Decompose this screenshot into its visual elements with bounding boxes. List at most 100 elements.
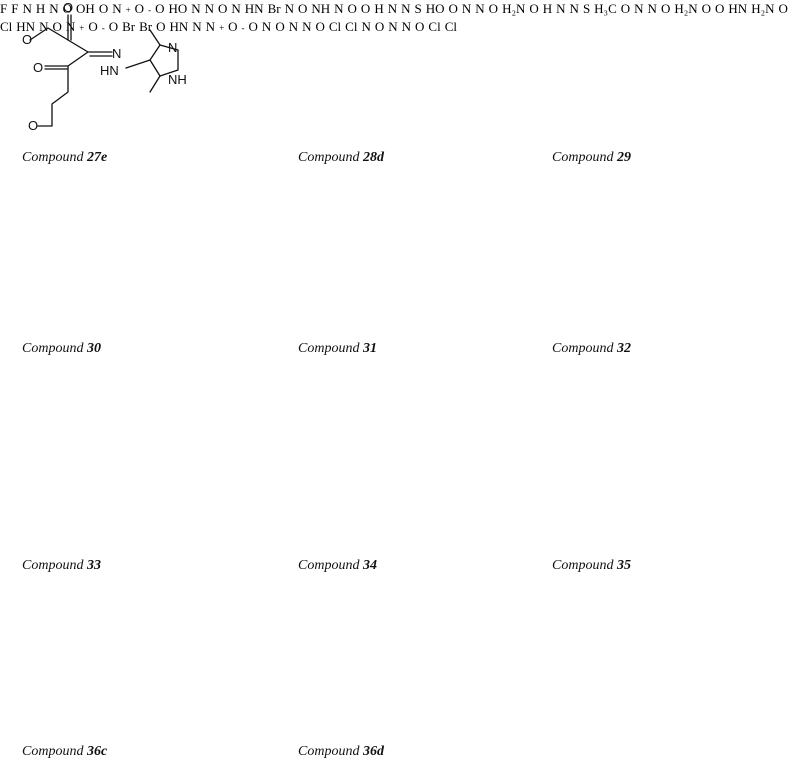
atom-cl: Cl [444, 19, 458, 34]
atom-hn: HN [100, 63, 119, 78]
atom-n: N [461, 1, 472, 16]
atom-cl: Cl [0, 19, 13, 34]
atom-n: N [569, 1, 579, 16]
caption-compound-30: Compound 30 [22, 341, 101, 356]
charge-plus: + [125, 5, 131, 15]
atom-n: N [475, 1, 485, 16]
atom-o: O [415, 19, 425, 34]
structure-35: Br O HN N N + O - O [139, 18, 262, 35]
structure-28d: F F N H N O OH O N + O - O [0, 0, 168, 17]
atom-o: O [778, 1, 788, 16]
atom-s: S [414, 1, 422, 16]
charge-minus: - [148, 5, 152, 15]
atom-h3c: H₃C [594, 1, 617, 16]
atom-n: N [556, 1, 566, 16]
structure-29: HO N N O N HN Br [168, 0, 284, 17]
atom-o: O [156, 19, 166, 34]
atom-o: O [275, 19, 285, 34]
atom-o: O [228, 19, 238, 34]
atom-o: O [297, 1, 308, 16]
atom-n: N [388, 19, 398, 34]
atom-n: N [284, 1, 294, 16]
charge-plus: + [79, 23, 85, 33]
atom-o: O [108, 19, 119, 34]
atom-o: O [22, 32, 32, 47]
atom-h: H [542, 1, 553, 16]
atom-n: N [191, 1, 201, 16]
atom-hn: HN [16, 19, 36, 34]
atom-o: O [134, 1, 145, 16]
atom-h2n: H₂N [751, 1, 775, 16]
atom-n: N [302, 19, 312, 34]
atom-o: O [155, 1, 165, 16]
atom-n: N [205, 19, 216, 34]
atom-o: O [374, 19, 385, 34]
atom-n: N [112, 1, 122, 16]
atom-n: N [112, 46, 121, 61]
atom-n: N [192, 19, 202, 34]
caption-compound-35: Compound 35 [552, 558, 631, 573]
caption-compound-27e: Compound 27e [22, 150, 108, 165]
atom-o: O [62, 1, 73, 16]
atom-n: N [361, 19, 371, 34]
atom-cl: Cl [428, 19, 441, 34]
atom-h2n: H₂N [502, 1, 526, 16]
structure-31: H N N S HO O N N O H₂N O [374, 0, 542, 17]
atom-o: O [248, 19, 258, 34]
atom-o: O [33, 60, 43, 75]
atom-o: O [88, 19, 98, 34]
atom-ho: HO [425, 1, 445, 16]
atom-f: F [0, 1, 8, 16]
atom-n: N [168, 40, 177, 55]
atom-n: N [334, 1, 344, 16]
atom-o: O [63, 0, 73, 15]
structure-36c: N O N N O Cl Cl [262, 18, 362, 35]
atom-o: O [701, 1, 712, 16]
atom-n: N [231, 1, 241, 16]
atom-cl: Cl [345, 19, 358, 34]
atom-br: Br [139, 19, 153, 34]
caption-compound-29: Compound 29 [552, 150, 631, 165]
atom-br: Br [267, 1, 281, 16]
caption-compound-33: Compound 33 [22, 558, 101, 573]
atom-o: O [488, 1, 499, 16]
caption-compound-28d: Compound 28d [298, 150, 384, 165]
atom-o: O [448, 1, 458, 16]
atom-hn: HN [244, 1, 264, 16]
caption-compound-36c: Compound 36c [22, 744, 108, 759]
atom-o: O [98, 1, 109, 16]
atom-n: N [39, 19, 49, 34]
caption-compound-32: Compound 32 [552, 341, 631, 356]
atom-h: H [35, 1, 46, 16]
structure-27e: O O O O N HN N NH [22, 0, 187, 133]
atom-oh: OH [76, 1, 95, 16]
atom-br: Br [122, 19, 136, 34]
atom-n: N [49, 1, 59, 16]
caption-compound-36d: Compound 36d [298, 744, 384, 759]
atom-n: N [22, 1, 32, 16]
atom-o: O [315, 19, 325, 34]
atom-n: N [387, 1, 398, 16]
atom-n: N [401, 1, 411, 16]
caption-compound-34: Compound 34 [298, 558, 377, 573]
atom-o: O [715, 1, 725, 16]
atom-n: N [288, 19, 299, 34]
atom-s: S [582, 1, 591, 16]
atom-o: O [52, 19, 62, 34]
caption-compound-31: Compound 31 [298, 341, 377, 356]
atom-n: N [261, 19, 272, 34]
atom-o: O [28, 118, 38, 133]
atom-h: H [374, 1, 384, 16]
atom-cl: Cl [328, 19, 342, 34]
atom-n: N [647, 1, 657, 16]
atom-f: F [11, 1, 19, 16]
structure-36d: N O N N O Cl Cl [361, 18, 457, 35]
atom-o: O [360, 1, 371, 16]
structure-33: O HN H₂N O [715, 0, 788, 17]
charge-minus: - [101, 23, 105, 33]
atom-nh: NH [168, 72, 187, 87]
atom-o: O [347, 1, 357, 16]
atom-n: N [204, 1, 215, 16]
atom-hn: HN [728, 1, 748, 16]
atom-h2n: H₂N [674, 1, 698, 16]
